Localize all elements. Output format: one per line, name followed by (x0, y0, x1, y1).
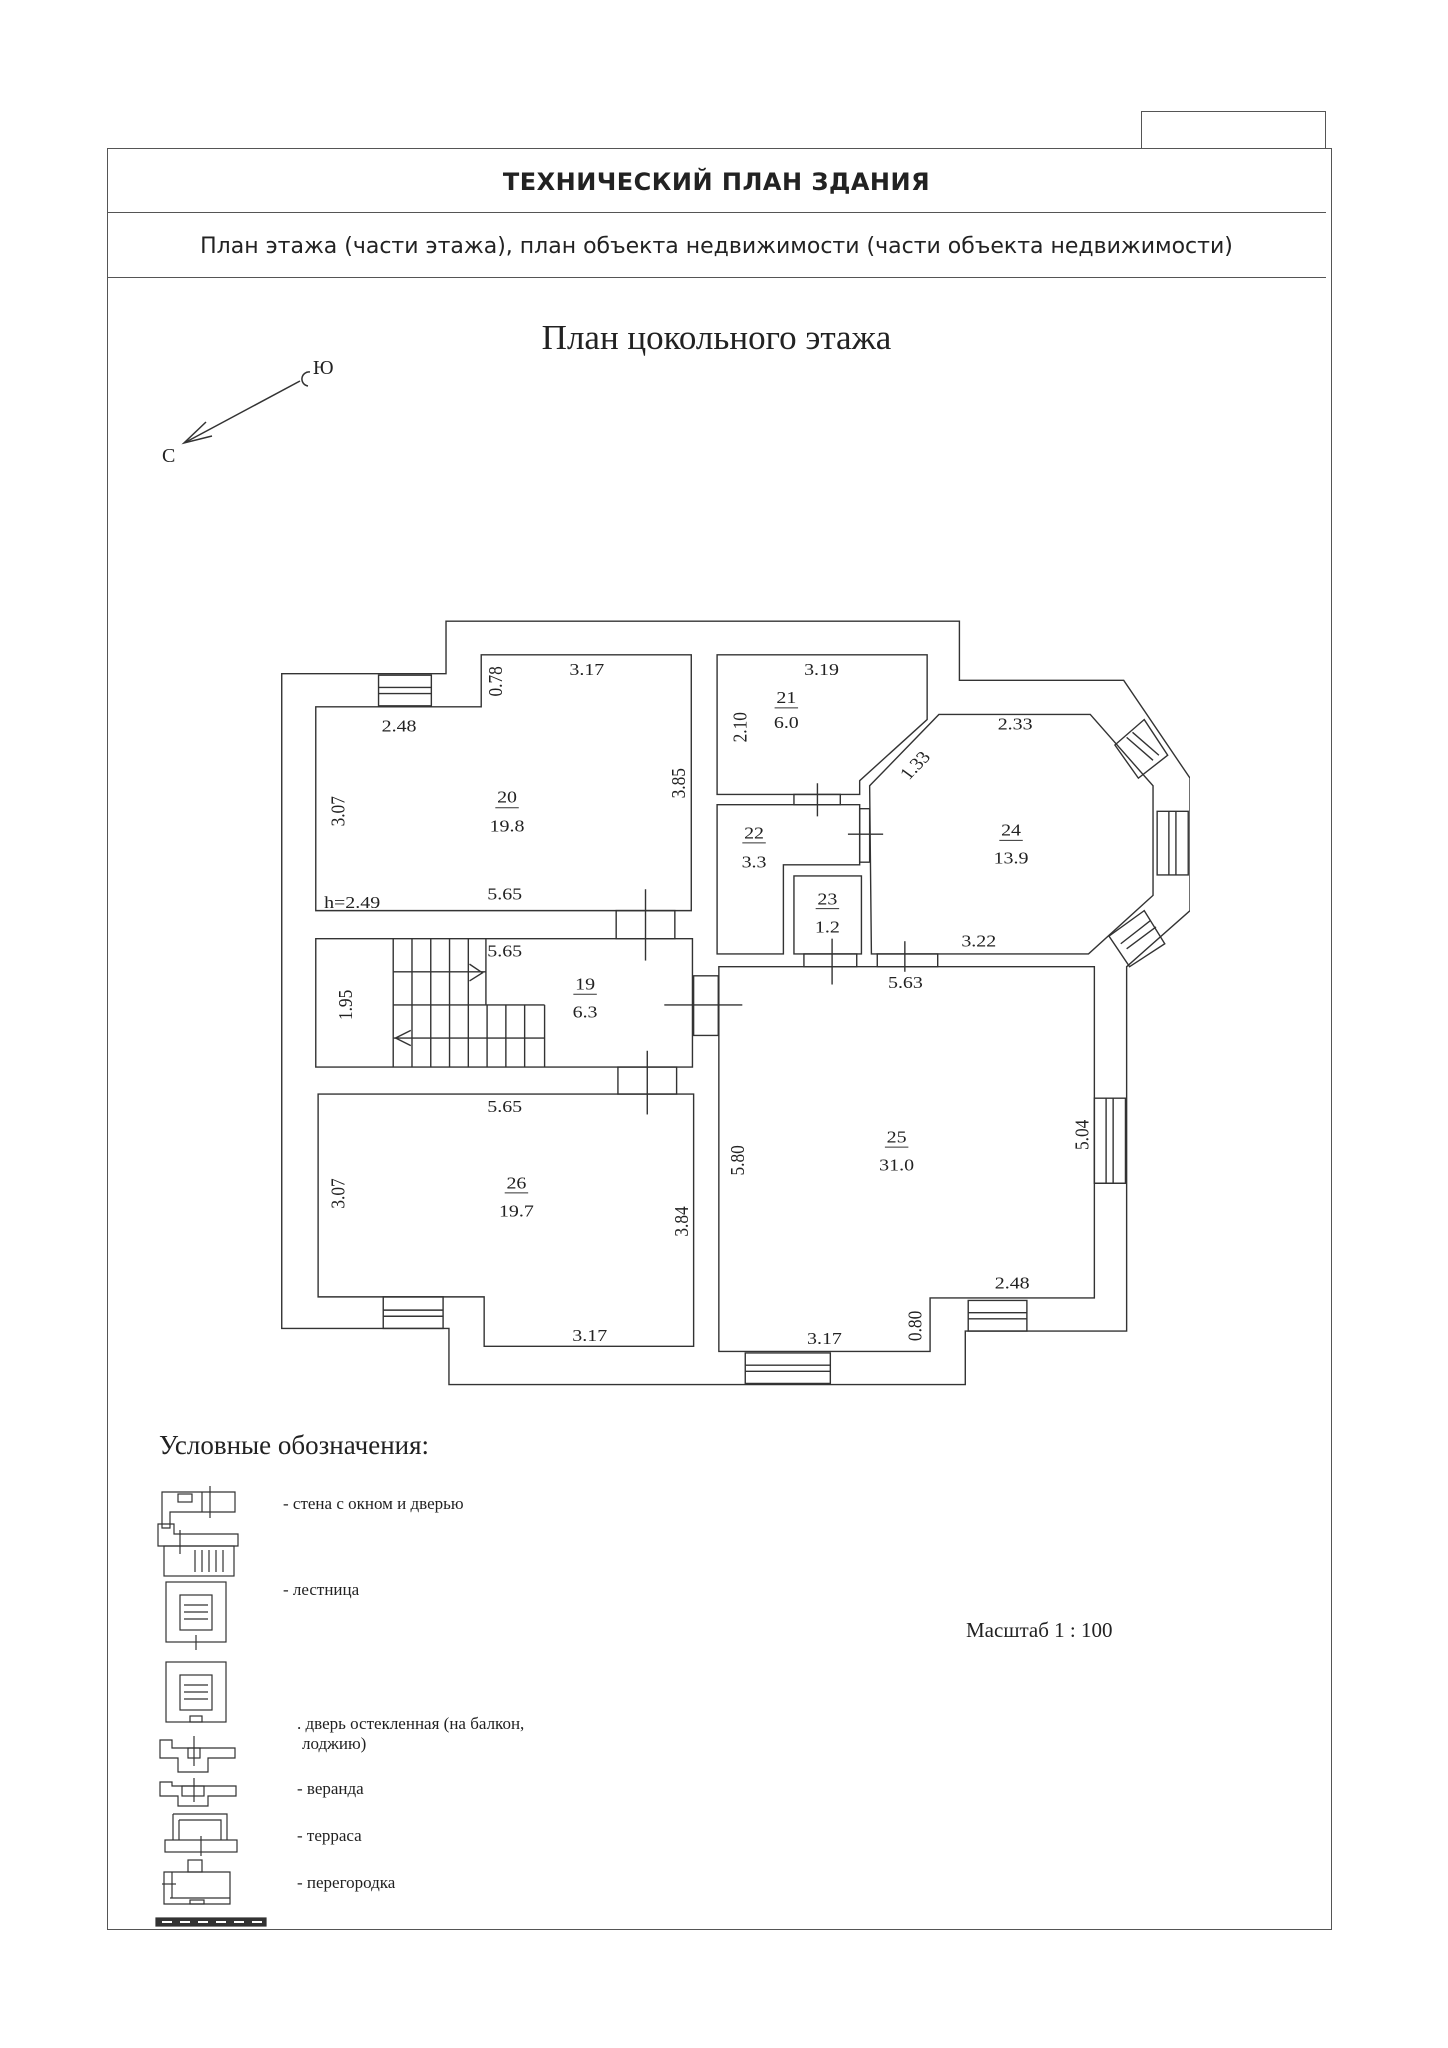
outer-wall (282, 621, 1190, 1384)
dim: 2.48 (995, 1274, 1030, 1293)
room-26-number: 26 (506, 1174, 526, 1193)
room-23-area: 1.2 (815, 918, 840, 937)
sheet-frame (107, 148, 1332, 1930)
staircase-icon (157, 1523, 239, 1577)
room-20-area: 19.8 (490, 817, 525, 836)
dim: 5.65 (487, 942, 522, 961)
document-subtitle: План этажа (части этажа), план объекта н… (200, 234, 1233, 259)
room-20-outline (316, 655, 692, 911)
room-21-outline (717, 655, 927, 795)
dim: 3.17 (807, 1329, 842, 1348)
dim: 3.07 (327, 1178, 349, 1208)
title-row (107, 148, 1326, 213)
room-24-area: 13.9 (994, 849, 1029, 868)
staircase (393, 939, 544, 1067)
legend-item-partition: - перегородка (297, 1873, 396, 1892)
room-22-number: 22 (744, 823, 764, 842)
room-19-outline (316, 939, 693, 1067)
glazed-door-icon (159, 1778, 237, 1807)
legend-item-terrace: - терраса (297, 1826, 362, 1845)
height-note: h=2.49 (324, 893, 380, 912)
compass-south: Ю (313, 357, 334, 379)
dim: 5.65 (487, 885, 522, 904)
staircase-icon (165, 1661, 227, 1723)
room-20-number: 20 (497, 788, 517, 807)
dim: 3.17 (572, 1326, 607, 1345)
legend-item-glazed-door: . дверь остекленная (на балкон, (297, 1714, 525, 1733)
compass-north: С (162, 445, 175, 467)
plan-title: План цокольного этажа (541, 318, 892, 357)
staircase-icon (165, 1581, 227, 1650)
wall-window-door-icon (161, 1486, 236, 1529)
glazed-door-icon (159, 1736, 236, 1773)
dim: 5.80 (727, 1145, 749, 1175)
subtitle-row (107, 213, 1326, 278)
dim: 5.04 (1071, 1119, 1093, 1150)
dim: 2.10 (729, 712, 751, 742)
legend-heading: Условные обозначения: (159, 1430, 430, 1460)
room-24-number: 24 (1001, 821, 1022, 840)
legend-item-stairs: - лестница (283, 1580, 360, 1599)
room-25-number: 25 (887, 1128, 907, 1147)
dim: 2.33 (998, 715, 1033, 734)
dim: 3.84 (671, 1206, 693, 1237)
room-23-outline (794, 876, 861, 954)
room-21-number: 21 (776, 688, 796, 707)
legend-symbols-3 (155, 1859, 267, 1927)
room-19-number: 19 (575, 975, 595, 994)
dim: 2.48 (382, 716, 417, 735)
dim: 3.22 (961, 931, 996, 950)
dim: 0.78 (485, 666, 507, 696)
scale-label: Масштаб 1 : 100 (966, 1618, 1113, 1642)
dim: 3.85 (668, 768, 690, 798)
room-25-outline (719, 967, 1095, 1352)
compass-arrow-icon: С Ю (162, 357, 334, 467)
room-26-outline (318, 1094, 694, 1346)
room-21-area: 6.0 (774, 713, 799, 732)
terrace-icon (162, 1859, 231, 1905)
dim: 0.80 (904, 1311, 926, 1341)
dim: 3.07 (327, 796, 349, 826)
dim: 3.17 (569, 660, 604, 679)
legend-symbols-2 (164, 1813, 238, 1856)
legend-item-veranda: - веранда (297, 1779, 364, 1798)
dim: 3.19 (804, 660, 839, 679)
legend-item-wall: - стена с окном и дверью (283, 1494, 464, 1513)
room-26-area: 19.7 (499, 1202, 534, 1221)
document-title: ТЕХНИЧЕСКИЙ ПЛАН ЗДАНИЯ (502, 168, 931, 196)
partition-icon (155, 1917, 267, 1927)
legend-symbols (157, 1486, 239, 1807)
doors (616, 783, 938, 1114)
room-19-area: 6.3 (573, 1003, 598, 1022)
corner-tab (1141, 111, 1326, 149)
veranda-icon (164, 1813, 238, 1856)
floor-plan: 20 19.8 21 6.0 22 3.3 23 1.2 24 13.9 19 … (270, 610, 1190, 1410)
legend-item-glazed-door-2: лоджию) (302, 1734, 367, 1753)
room-23-number: 23 (817, 890, 837, 909)
dim: 5.65 (487, 1097, 522, 1116)
room-22-outline (717, 805, 860, 954)
dim: 1.95 (335, 990, 357, 1020)
windows (379, 675, 1189, 1383)
room-25-area: 31.0 (879, 1156, 914, 1175)
dim: 5.63 (888, 973, 923, 992)
room-22-area: 3.3 (742, 852, 767, 871)
